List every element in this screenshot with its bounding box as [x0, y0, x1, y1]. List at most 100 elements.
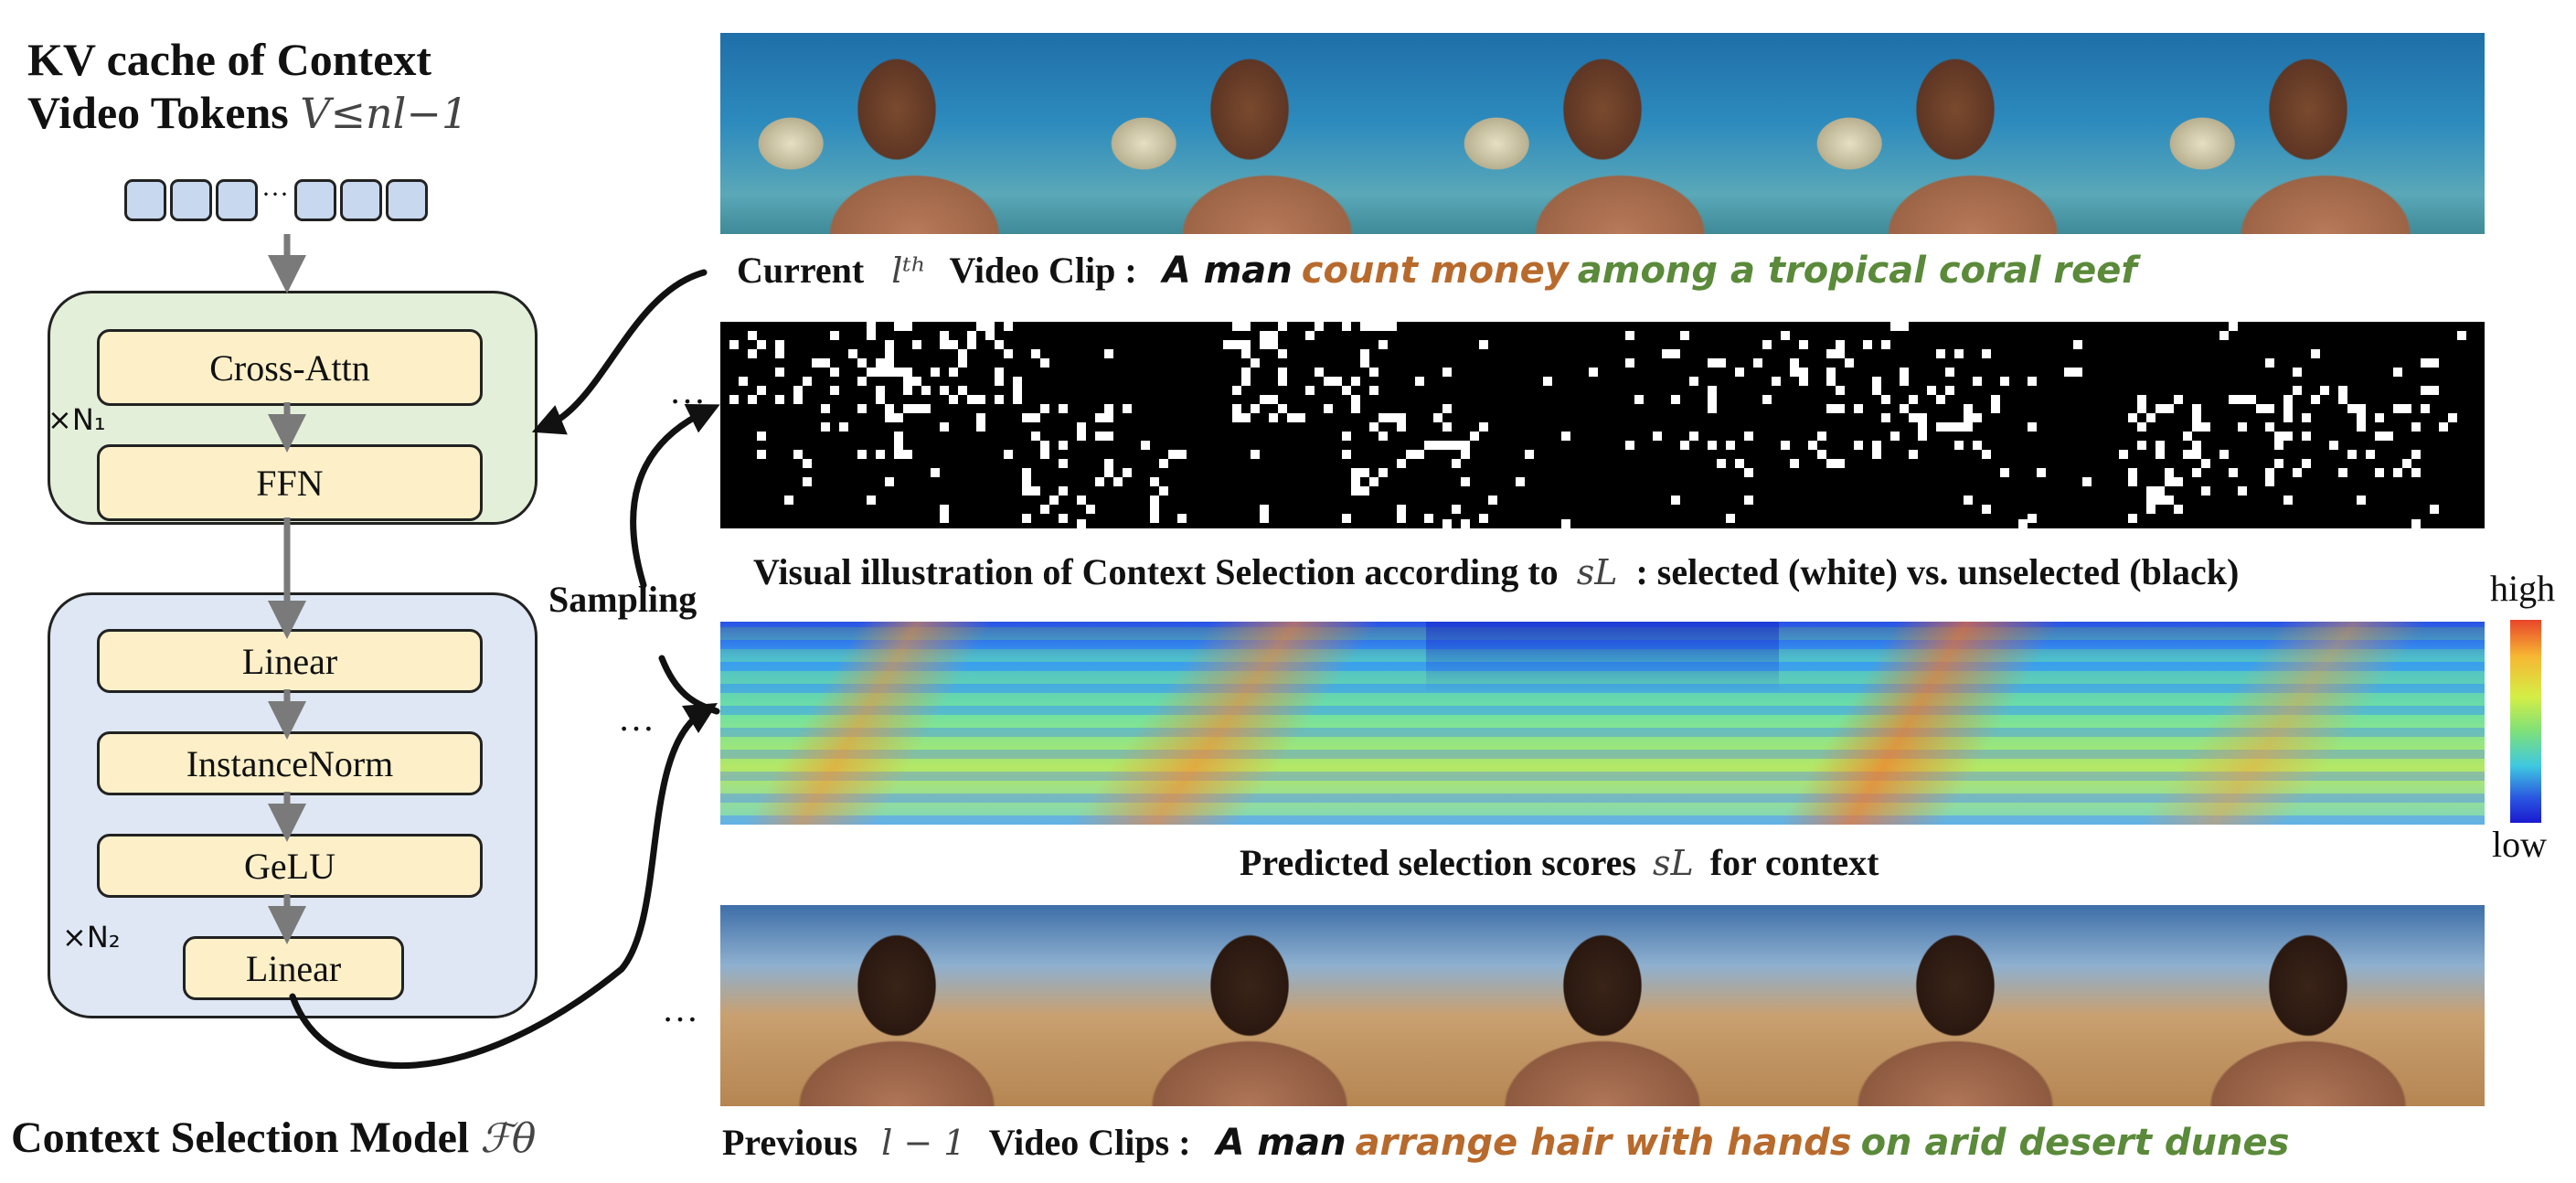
selected-token — [1479, 514, 1488, 523]
heatmap-region-2 — [1073, 622, 1426, 825]
selected-token — [1836, 349, 1845, 358]
selected-token — [1397, 413, 1406, 422]
selected-token — [967, 340, 976, 349]
selected-token — [2137, 441, 2146, 450]
selected-token — [2128, 477, 2137, 486]
selected-token — [2375, 413, 2384, 422]
selected-token — [1625, 441, 1634, 450]
selected-token — [2329, 441, 2338, 450]
selected-token — [748, 349, 757, 358]
selected-token — [1954, 422, 1964, 432]
current-prompt-action: count money — [1301, 250, 1569, 292]
selected-token — [1726, 441, 1735, 450]
selected-token — [1278, 404, 1287, 413]
current-prompt-scene: among a tropical coral reef — [1577, 250, 2137, 292]
selected-token — [1168, 450, 1177, 459]
selected-token — [1123, 468, 1132, 477]
selected-token — [2430, 358, 2439, 368]
selected-token — [903, 368, 912, 377]
token-1 — [124, 179, 166, 221]
selected-token — [1726, 514, 1735, 523]
selected-token — [1717, 358, 1726, 368]
selected-token — [2000, 377, 2009, 386]
selected-token — [1954, 441, 1964, 450]
heatmap-region-1 — [720, 622, 1073, 825]
colorbar-high-label: high — [2490, 568, 2556, 609]
selected-token — [1433, 413, 1442, 422]
selected-token — [1369, 322, 1378, 331]
selected-token — [793, 386, 803, 395]
selected-token — [2393, 404, 2402, 413]
selected-token — [1845, 358, 1854, 368]
selected-token — [1260, 340, 1269, 349]
selected-token — [2128, 413, 2137, 422]
selected-token — [1351, 377, 1360, 386]
cross-attn-box: Cross-Attn — [97, 329, 483, 406]
selected-token — [1753, 358, 1762, 368]
selected-token — [940, 331, 949, 340]
selected-token — [803, 477, 812, 486]
selected-token — [1004, 349, 1013, 358]
gelu-box: GeLU — [97, 834, 483, 898]
selected-token — [1241, 322, 1251, 331]
selected-token — [876, 450, 885, 459]
selected-token — [775, 340, 784, 349]
selected-token — [1059, 514, 1068, 523]
selected-token — [1241, 340, 1251, 349]
selected-token — [2375, 468, 2384, 477]
selected-token — [2183, 432, 2192, 441]
selected-token — [1369, 386, 1378, 395]
selected-token — [1378, 468, 1388, 477]
selected-token — [1022, 486, 1031, 496]
selected-token — [2156, 450, 2165, 459]
current-clip-frames — [720, 33, 2485, 234]
selected-token — [1945, 422, 1954, 432]
selected-token — [867, 331, 876, 340]
selected-token — [757, 386, 766, 395]
selected-token — [857, 404, 867, 413]
selected-token — [1826, 377, 1836, 386]
selection-caption-prefix: Visual illustration of Context Selection… — [753, 551, 1559, 592]
selected-token — [729, 395, 739, 404]
selected-token — [1287, 413, 1296, 422]
selected-token — [857, 450, 867, 459]
selected-token — [1342, 450, 1351, 459]
selected-token — [2037, 468, 2046, 477]
heatmap-region-5 — [2132, 622, 2485, 825]
selected-token — [2201, 459, 2210, 468]
selected-token — [1836, 386, 1845, 395]
selected-token — [1744, 468, 1753, 477]
selected-token — [1150, 496, 1159, 505]
selected-token — [2146, 413, 2156, 422]
selected-token — [1927, 386, 1936, 395]
selected-token — [1251, 358, 1260, 368]
selected-token — [2457, 331, 2466, 340]
selected-token — [1516, 477, 1525, 486]
selected-token — [1251, 404, 1260, 413]
selected-token — [2302, 413, 2311, 422]
selected-token — [1781, 331, 1790, 340]
selected-token — [2229, 468, 2238, 477]
current-prompt-subject: A man — [1162, 250, 1293, 292]
selected-token — [1900, 404, 1909, 413]
selected-token — [1762, 395, 1772, 404]
selected-token — [1223, 340, 1232, 349]
selected-token — [894, 322, 903, 331]
heatmap-region-4 — [1779, 622, 2132, 825]
selected-token — [1964, 413, 1973, 422]
selected-token — [1452, 441, 1461, 450]
selected-token — [1333, 377, 1342, 386]
selected-token — [2448, 413, 2457, 422]
selected-token — [2192, 441, 2201, 450]
selected-token — [1360, 486, 1369, 496]
selected-token — [1397, 459, 1406, 468]
selected-token — [903, 404, 912, 413]
selected-token — [885, 358, 894, 368]
selected-token — [1424, 514, 1433, 523]
selected-token — [1315, 368, 1324, 377]
current-frame-4 — [1779, 33, 2133, 234]
selected-token — [2137, 422, 2146, 432]
selected-token — [2174, 505, 2183, 514]
selected-token — [1836, 404, 1845, 413]
selected-token — [2384, 432, 2393, 441]
